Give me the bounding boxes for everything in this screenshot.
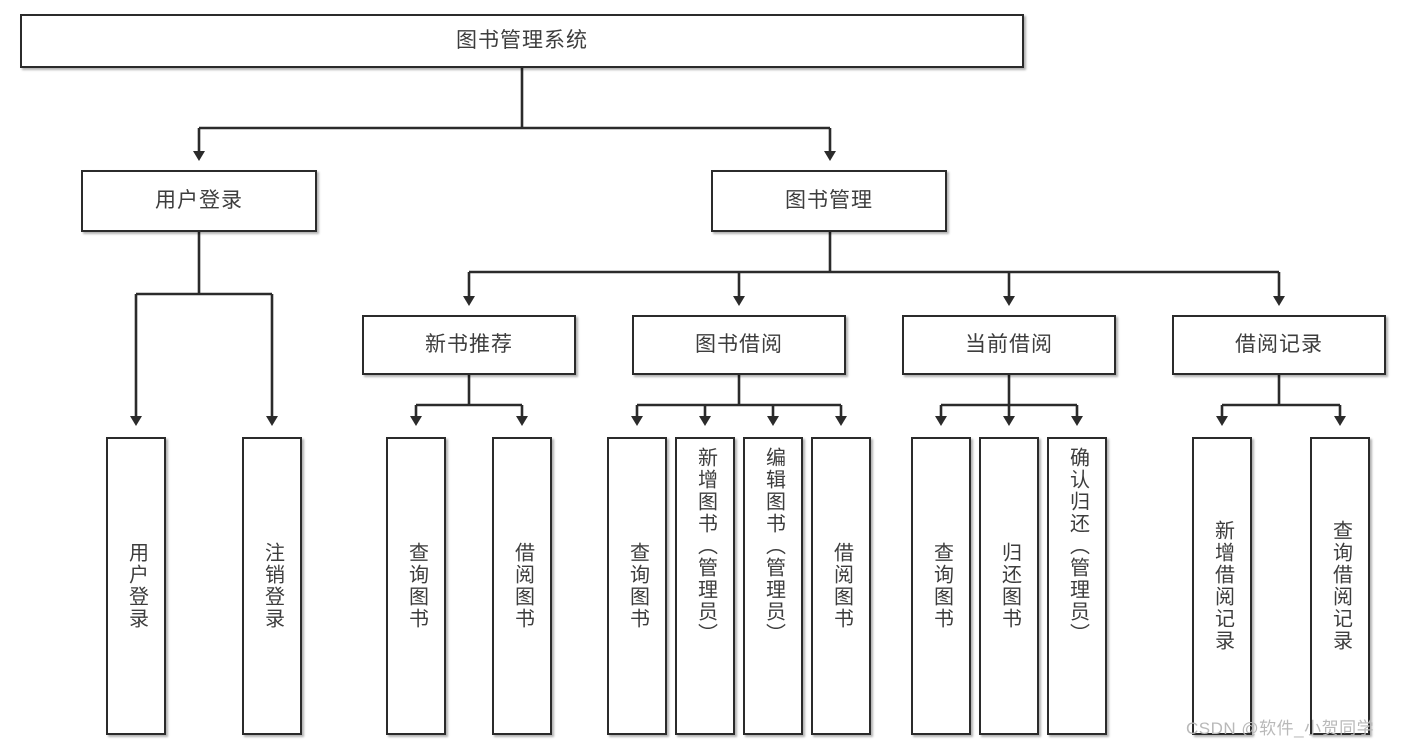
leaf-query-book-borrow[interactable]: 查询图书 xyxy=(607,437,667,735)
node-current-borrow[interactable]: 当前借阅 xyxy=(902,315,1116,375)
leaf-logout[interactable]: 注销登录 xyxy=(242,437,302,735)
leaf-query-book-newbook-label: 查询图书 xyxy=(405,542,428,630)
leaf-logout-label: 注销登录 xyxy=(261,542,284,630)
node-user-login[interactable]: 用户登录 xyxy=(81,170,317,232)
node-book-management-label: 图书管理 xyxy=(785,188,873,212)
node-root-label: 图书管理系统 xyxy=(456,28,588,52)
leaf-add-borrow-record[interactable]: 新增借阅记录 xyxy=(1192,437,1252,735)
node-current-borrow-label: 当前借阅 xyxy=(965,332,1053,356)
leaf-confirm-return-admin-label: 确认归还（管理员） xyxy=(1066,447,1089,645)
leaf-confirm-return-admin[interactable]: 确认归还（管理员） xyxy=(1047,437,1107,735)
leaf-query-borrow-record-label: 查询借阅记录 xyxy=(1329,520,1352,652)
leaf-borrow-book-borrow-label: 借阅图书 xyxy=(830,542,853,630)
leaf-add-book-admin-label: 新增图书（管理员） xyxy=(694,447,717,645)
leaf-add-borrow-record-label: 新增借阅记录 xyxy=(1211,520,1234,652)
leaf-borrow-book-borrow[interactable]: 借阅图书 xyxy=(811,437,871,735)
node-borrow-record[interactable]: 借阅记录 xyxy=(1172,315,1386,375)
leaf-query-book-newbook[interactable]: 查询图书 xyxy=(386,437,446,735)
node-user-login-label: 用户登录 xyxy=(155,188,243,212)
leaf-borrow-book-newbook[interactable]: 借阅图书 xyxy=(492,437,552,735)
leaf-add-book-admin[interactable]: 新增图书（管理员） xyxy=(675,437,735,735)
node-root[interactable]: 图书管理系统 xyxy=(20,14,1024,68)
leaf-query-book-current-label: 查询图书 xyxy=(930,542,953,630)
node-book-borrow[interactable]: 图书借阅 xyxy=(632,315,846,375)
leaf-query-borrow-record[interactable]: 查询借阅记录 xyxy=(1310,437,1370,735)
node-book-management[interactable]: 图书管理 xyxy=(711,170,947,232)
leaf-user-login[interactable]: 用户登录 xyxy=(106,437,166,735)
leaf-return-book-label: 归还图书 xyxy=(998,542,1021,630)
leaf-query-book-current[interactable]: 查询图书 xyxy=(911,437,971,735)
leaf-edit-book-admin-label: 编辑图书（管理员） xyxy=(762,447,785,645)
leaf-query-book-borrow-label: 查询图书 xyxy=(626,542,649,630)
leaf-user-login-label: 用户登录 xyxy=(125,542,148,630)
leaf-return-book[interactable]: 归还图书 xyxy=(979,437,1039,735)
node-borrow-record-label: 借阅记录 xyxy=(1235,332,1323,356)
node-book-borrow-label: 图书借阅 xyxy=(695,332,783,356)
node-new-book-recommend[interactable]: 新书推荐 xyxy=(362,315,576,375)
node-new-book-recommend-label: 新书推荐 xyxy=(425,332,513,356)
leaf-edit-book-admin[interactable]: 编辑图书（管理员） xyxy=(743,437,803,735)
leaf-borrow-book-newbook-label: 借阅图书 xyxy=(511,542,534,630)
